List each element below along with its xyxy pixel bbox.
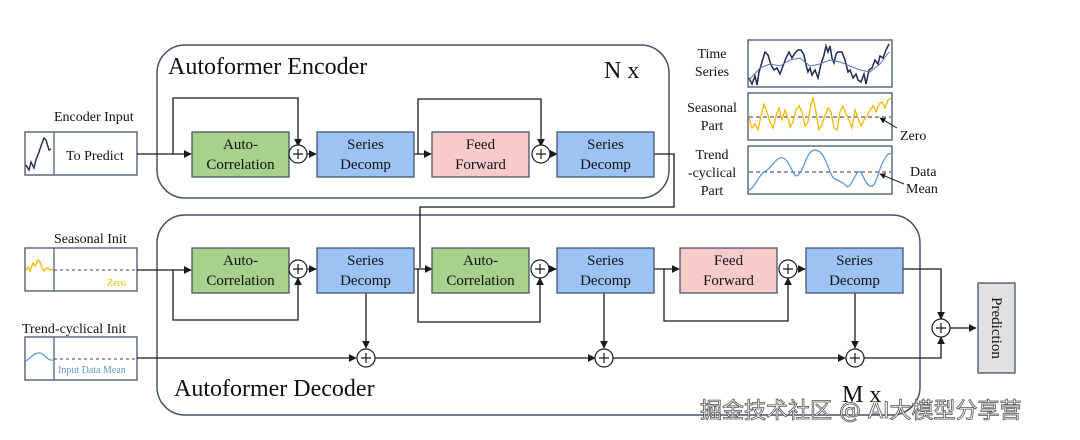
dec-autocorr1-label-1: Auto- — [223, 253, 258, 269]
prediction-label: Prediction — [988, 297, 1004, 359]
encoder-frame — [156, 44, 670, 199]
seasonal-init-label: Seasonal Init — [54, 232, 127, 247]
decoder-repeat: M x — [842, 382, 881, 408]
enc-decomp1-label-1: Series — [347, 137, 384, 153]
seasonal-init-sparkline — [25, 258, 54, 273]
legend-trend-l1: Trend — [696, 148, 729, 163]
dec-autocorr1-label-2: Correlation — [206, 273, 275, 289]
trend-init-panel: Trend-cyclical Init Input Data Mean — [22, 322, 138, 381]
enc-adder-1-plus-icon — [288, 144, 308, 164]
dec-adder-3-plus-icon — [778, 259, 798, 279]
encoder-input-text: To Predict — [66, 149, 124, 164]
dec-decomp1-label-2: Decomp — [340, 273, 391, 289]
seasonal-init-panel: Seasonal Init Zero — [24, 232, 138, 292]
dec-decomp2-label-1: Series — [587, 253, 624, 269]
trend-init-sparkline — [25, 352, 54, 362]
encoder-input-panel: Encoder Input To Predict — [24, 110, 138, 176]
dec-autocorr2-label-2: Correlation — [446, 273, 515, 289]
trend-adder-2-plus-icon — [594, 348, 614, 368]
output-adder-plus-icon — [931, 318, 951, 338]
encoder-input-label: Encoder Input — [54, 110, 134, 125]
trend-init-label: Trend-cyclical Init — [22, 322, 126, 337]
watermark: 掘金技术社区 @ AI大模型分享营 — [700, 399, 1022, 424]
encoder-title: Autoformer Encoder — [168, 54, 367, 80]
dec-autocorr1-block: Auto- Correlation — [191, 247, 290, 294]
enc-decomp2-label-1: Series — [587, 137, 624, 153]
legend-seasonal-l2: Part — [701, 119, 724, 134]
seasonal-plot — [748, 95, 892, 133]
enc-autocorr-label-1: Auto- — [223, 137, 258, 153]
enc-ff-label-2: Forward — [455, 157, 506, 173]
dec-decomp1-label-1: Series — [347, 253, 384, 269]
dec-adder-2-plus-icon — [530, 259, 550, 279]
trend-adder-1-plus-icon — [356, 348, 376, 368]
enc-ff-label-1: Feed — [466, 137, 496, 153]
encoder-input-sparkline — [25, 136, 52, 172]
dec-decomp3-label-1: Series — [836, 253, 873, 269]
legend-trend-l3: Part — [701, 184, 724, 199]
legend-trend-l2: -cyclical — [688, 166, 736, 181]
dec-decomp2-label-2: Decomp — [580, 273, 631, 289]
prediction-box: Prediction — [977, 282, 1016, 374]
connection-lines — [137, 97, 977, 362]
dec-decomp3-label-2: Decomp — [829, 273, 880, 289]
dec-autocorr2-block: Auto- Correlation — [431, 247, 530, 294]
time-series-trend — [748, 51, 890, 81]
legend-time-series-l1: Time — [697, 47, 726, 62]
enc-autocorr-label-2: Correlation — [206, 157, 275, 173]
legend-mean-label-2: Mean — [906, 182, 938, 197]
legend-time-series-l2: Series — [695, 65, 729, 80]
decoder-title: Autoformer Decoder — [174, 376, 375, 402]
legend-mean-label-1: Data — [910, 165, 937, 180]
enc-autocorr-block: Auto- Correlation — [191, 131, 290, 178]
dec-autocorr2-label-1: Auto- — [463, 253, 498, 269]
trend-plot — [748, 149, 892, 191]
dec-adder-1-plus-icon — [288, 259, 308, 279]
dec-ff-label-2: Forward — [703, 273, 754, 289]
seasonal-init-zero: Zero — [107, 278, 126, 289]
enc-decomp1-label-2: Decomp — [340, 157, 391, 173]
legend-zero-label: Zero — [900, 129, 926, 144]
legend-seasonal-l1: Seasonal — [687, 101, 737, 116]
enc-decomp2-label-2: Decomp — [580, 157, 631, 173]
decoder-frame — [156, 214, 921, 416]
legend-panel: Time Series Seasonal Part Trend -cyclica… — [687, 39, 938, 199]
trend-init-mean: Input Data Mean — [58, 365, 126, 376]
enc-adder-2-plus-icon — [531, 144, 551, 164]
dec-ff-label-1: Feed — [714, 253, 744, 269]
encoder-repeat: N x — [604, 58, 639, 84]
trend-adder-3-plus-icon — [845, 348, 865, 368]
